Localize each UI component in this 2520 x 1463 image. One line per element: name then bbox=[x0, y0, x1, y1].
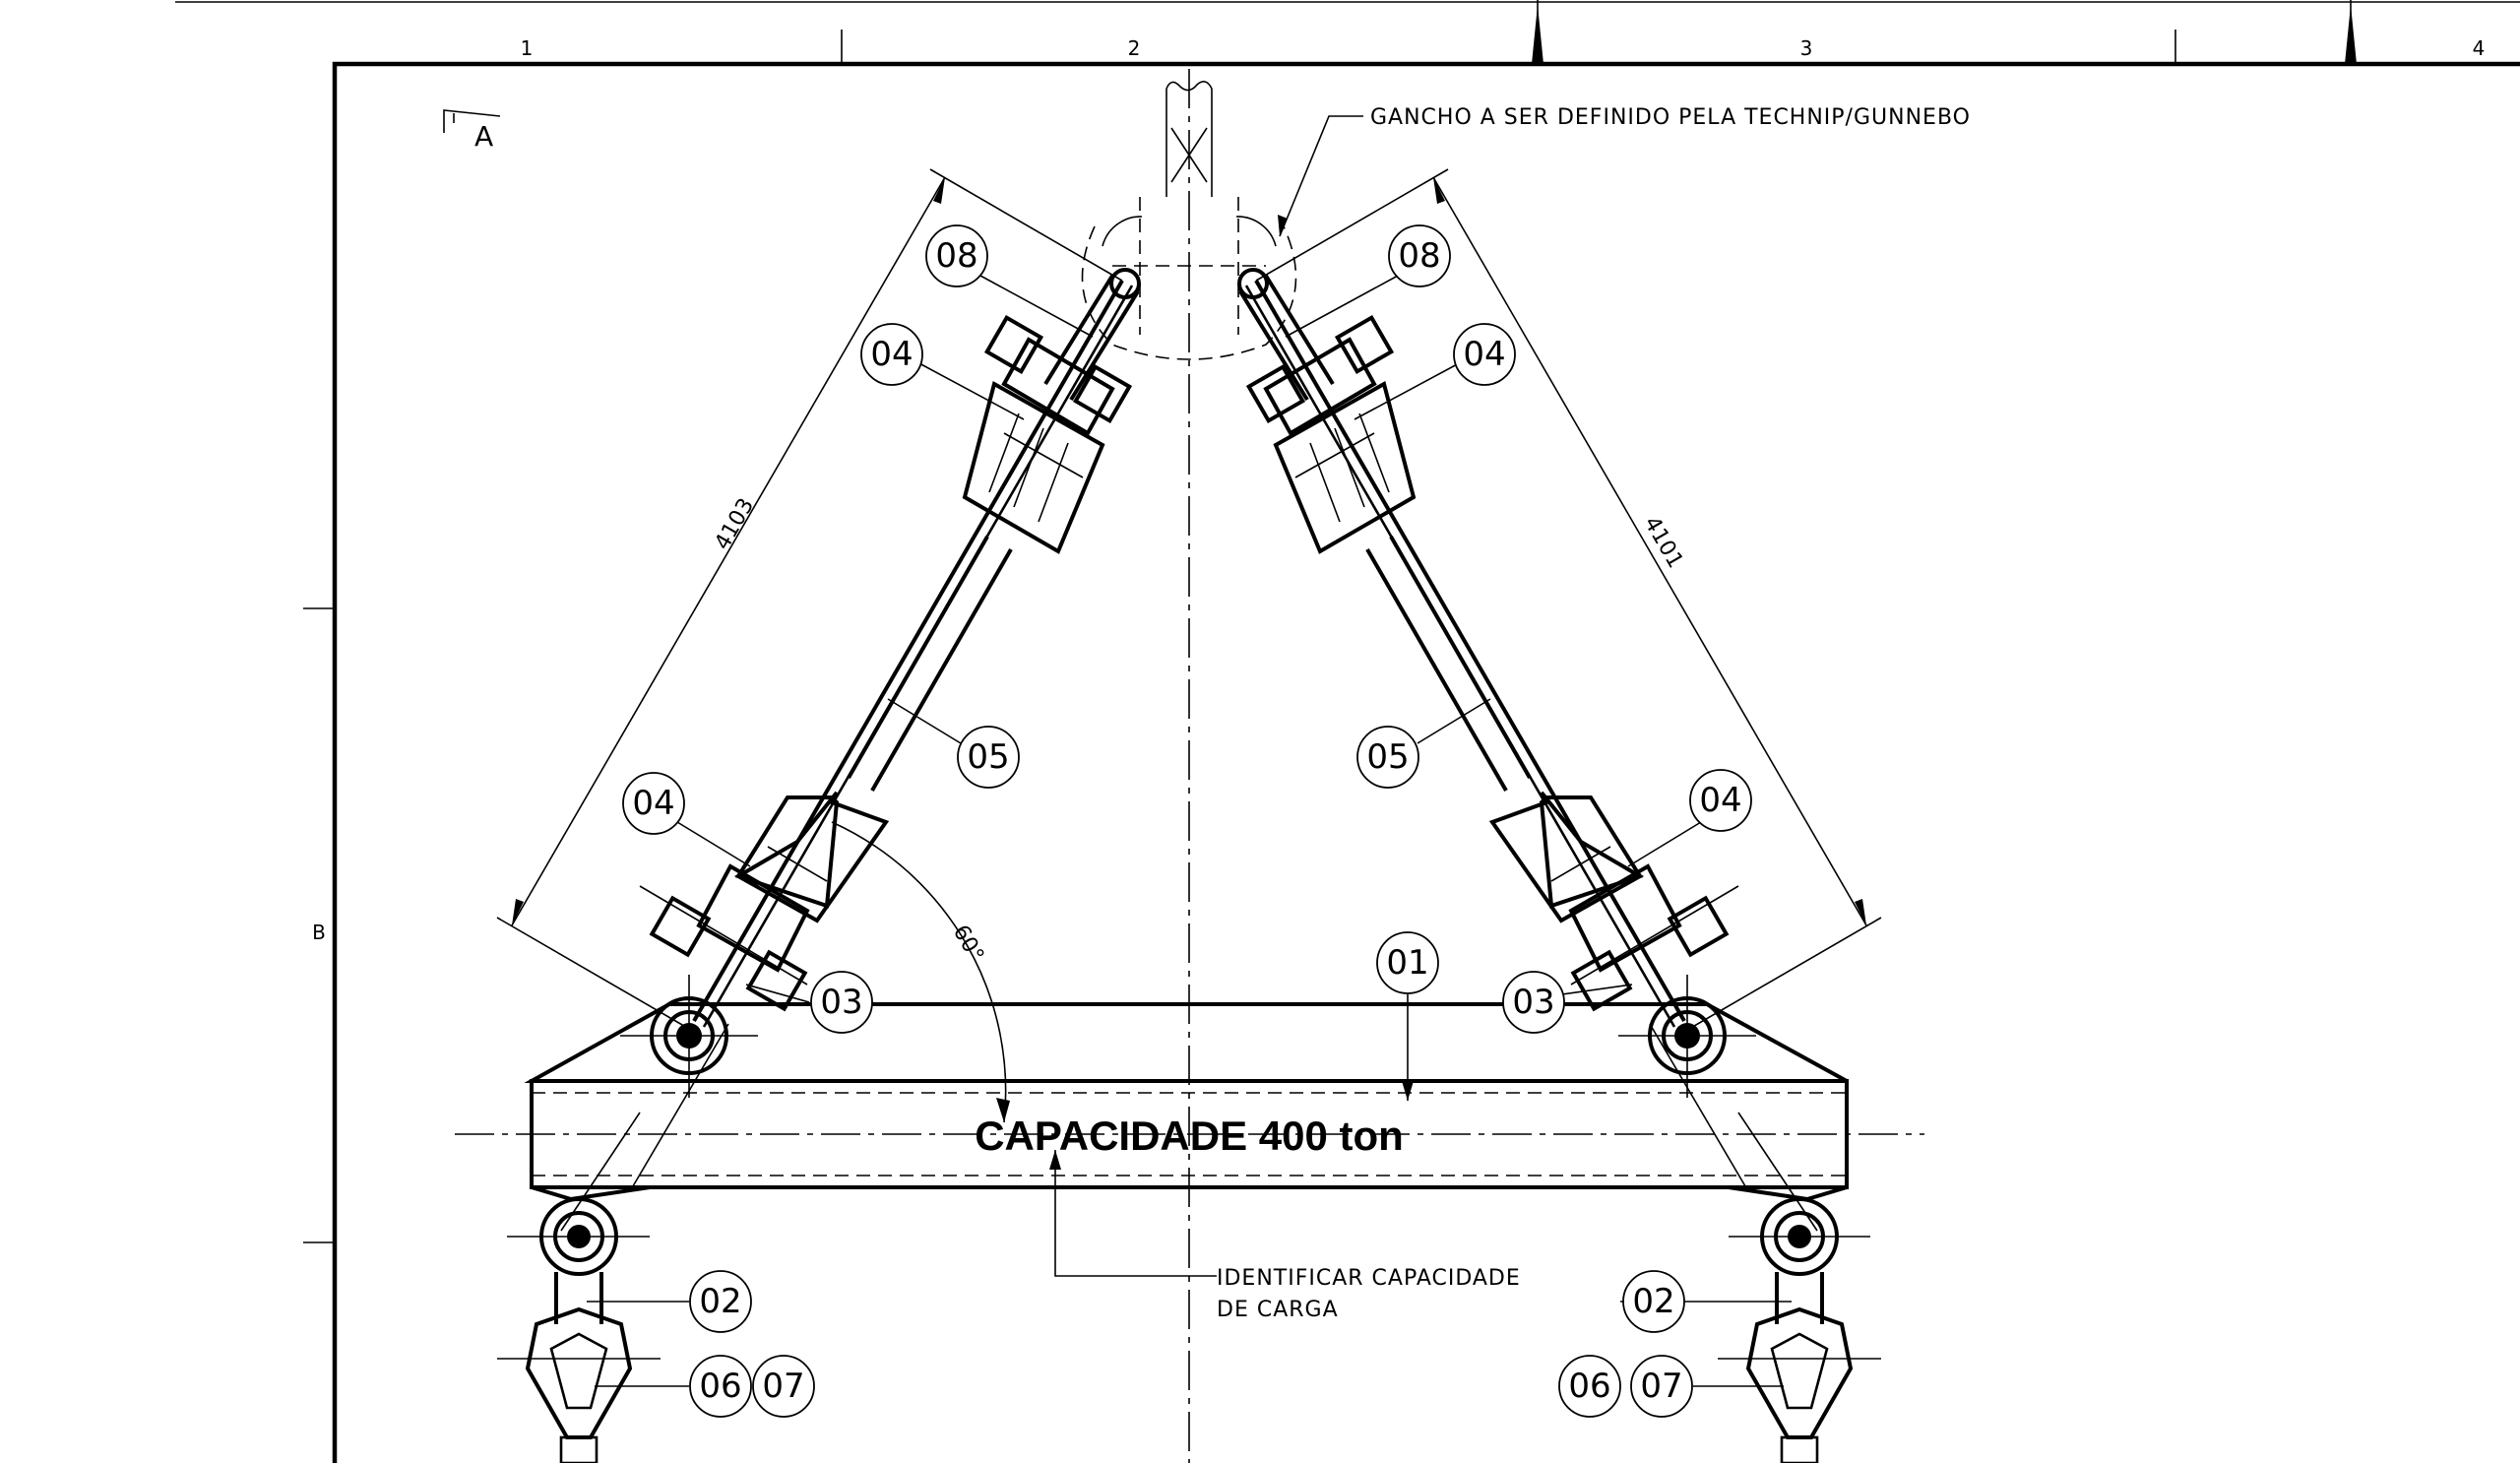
right-dimension-value: 4101 bbox=[1639, 513, 1688, 573]
balloon-04-lower-left-label: 04 bbox=[632, 784, 674, 823]
left-dimension-value: 4103 bbox=[711, 494, 760, 554]
balloon-05-right-label: 05 bbox=[1366, 737, 1409, 777]
identify-note-leader bbox=[1054, 1150, 1217, 1277]
balloon-03-right: 03 bbox=[1502, 971, 1565, 1034]
balloon-07-right: 07 bbox=[1630, 1355, 1693, 1418]
zone-row-b: B bbox=[312, 921, 326, 944]
balloon-05-left: 05 bbox=[957, 726, 1020, 789]
balloon-06-left: 06 bbox=[689, 1355, 752, 1418]
capacity-label: CAPACIDADE 400 ton bbox=[975, 1113, 1404, 1159]
balloon-07-left: 07 bbox=[752, 1355, 815, 1418]
balloon-06-right-label: 06 bbox=[1568, 1367, 1610, 1406]
balloon-08-left: 08 bbox=[925, 224, 988, 287]
balloon-02-right-label: 02 bbox=[1632, 1282, 1674, 1321]
balloon-02-left: 02 bbox=[689, 1270, 752, 1333]
angle-value: 60° bbox=[948, 922, 988, 967]
balloon-04-lower-left: 04 bbox=[622, 772, 685, 835]
section-marker bbox=[443, 109, 501, 133]
lower-shackle-left bbox=[497, 1197, 661, 1463]
balloon-01: 01 bbox=[1376, 931, 1439, 994]
balloon-03-left-label: 03 bbox=[820, 983, 862, 1022]
zone-col-1: 1 bbox=[521, 36, 534, 60]
zone-col-3: 3 bbox=[1800, 36, 1813, 60]
hook-note-leader bbox=[1279, 115, 1363, 237]
identify-note-line2: DE CARGA bbox=[1217, 1298, 1339, 1322]
identify-note-line1: IDENTIFICAR CAPACIDADE bbox=[1217, 1266, 1521, 1291]
balloon-03-right-label: 03 bbox=[1512, 983, 1554, 1022]
balloon-07-right-label: 07 bbox=[1640, 1367, 1682, 1406]
hook-outline bbox=[1081, 81, 1297, 360]
balloon-04-upper-right-label: 04 bbox=[1463, 335, 1505, 374]
balloon-06-right: 06 bbox=[1558, 1355, 1621, 1418]
angle-dimension bbox=[831, 821, 1010, 1123]
balloon-05-left-label: 05 bbox=[967, 737, 1009, 777]
hook-note: GANCHO A SER DEFINIDO PELA TECHNIP/GUNNE… bbox=[1370, 105, 1971, 130]
balloon-03-left: 03 bbox=[810, 971, 873, 1034]
right-leg bbox=[1237, 268, 1756, 1098]
balloon-04-upper-left-label: 04 bbox=[870, 335, 913, 374]
balloon-07-left-label: 07 bbox=[762, 1367, 804, 1406]
balloon-04-upper-right: 04 bbox=[1453, 323, 1516, 386]
lower-shackle-right bbox=[1718, 1197, 1881, 1463]
zone-col-4: 4 bbox=[2473, 36, 2486, 60]
balloon-08-left-label: 08 bbox=[935, 236, 977, 276]
balloon-05-right: 05 bbox=[1356, 726, 1419, 789]
balloon-06-left-label: 06 bbox=[699, 1367, 741, 1406]
section-marker-label: A bbox=[474, 120, 493, 153]
drawing-frame bbox=[175, 0, 2520, 1463]
balloon-01-label: 01 bbox=[1386, 943, 1428, 983]
balloon-04-upper-left: 04 bbox=[860, 323, 923, 386]
balloon-04-lower-right-label: 04 bbox=[1699, 781, 1741, 820]
left-dimension-line bbox=[496, 168, 1123, 1030]
right-dimension-line bbox=[1255, 168, 1882, 1030]
balloon-04-lower-right: 04 bbox=[1689, 769, 1752, 832]
zone-col-2: 2 bbox=[1128, 36, 1141, 60]
balloon-02-left-label: 02 bbox=[699, 1282, 741, 1321]
balloon-08-right-label: 08 bbox=[1398, 236, 1440, 276]
left-leg bbox=[620, 268, 1141, 1098]
balloon-02-right: 02 bbox=[1622, 1270, 1685, 1333]
balloon-08-right: 08 bbox=[1388, 224, 1451, 287]
